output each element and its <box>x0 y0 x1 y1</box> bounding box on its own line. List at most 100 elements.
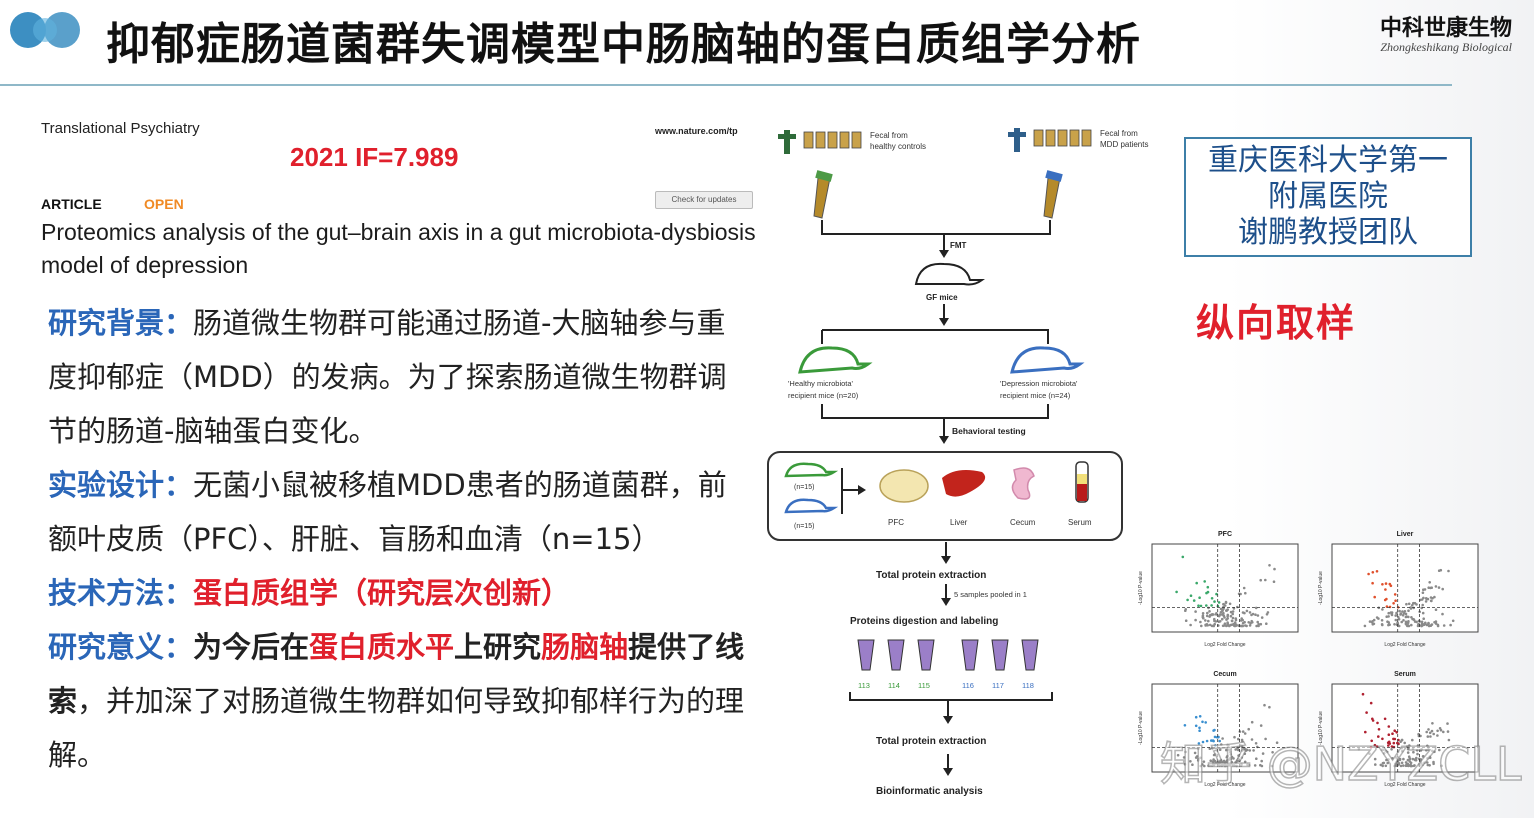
volcano-point <box>1210 597 1214 600</box>
volcano-point <box>1451 619 1455 623</box>
volcano-point <box>1429 735 1432 738</box>
volcano-point <box>1272 580 1276 583</box>
volcano-point <box>1244 591 1247 595</box>
volcano-point <box>1430 586 1433 589</box>
volcano-point <box>1213 759 1217 763</box>
volcano-point <box>1422 596 1425 600</box>
brand-name-en: Zhongkeshikang Biological <box>1380 40 1512 54</box>
volcano-point <box>1205 614 1209 618</box>
volcano-point <box>1383 717 1387 721</box>
hospital-box: 重庆医科大学第一 附属医院 谢鹏教授团队 <box>1184 137 1472 257</box>
volcano-point <box>1414 758 1417 762</box>
background-text: 肠道微生物群可能通过肠道-大脑轴参与重度抑郁症（MDD）的发病。为了探索肠道微生… <box>48 306 727 448</box>
volcano-point <box>1213 735 1217 739</box>
volcano-point <box>1195 581 1198 585</box>
depression-recipient-label-2: recipient mice (n=24) <box>1000 391 1071 400</box>
volcano-point <box>1191 763 1194 766</box>
volcano-point <box>1442 624 1446 627</box>
n15-depression-label: (n=15) <box>794 523 814 530</box>
volcano-point <box>1381 583 1384 586</box>
volcano-point <box>1220 743 1223 746</box>
volcano-point <box>1197 747 1200 750</box>
volcano-point <box>1208 747 1212 750</box>
volcano-point <box>1233 624 1237 628</box>
volcano-point <box>1259 763 1262 767</box>
volcano-point <box>1206 585 1210 589</box>
volcano-point <box>1425 730 1428 734</box>
volcano-point <box>1176 753 1180 757</box>
volcano-point <box>1410 623 1413 627</box>
volcano-ylabel: -Log10 P-value <box>1318 571 1324 605</box>
volcano-point <box>1253 764 1257 767</box>
volcano-point <box>1385 758 1388 762</box>
volcano-point <box>1369 746 1373 749</box>
volcano-point <box>1390 612 1393 616</box>
volcano-point <box>1184 609 1187 612</box>
volcano-point <box>1206 624 1209 627</box>
volcano-point <box>1397 624 1401 628</box>
volcano-point <box>1205 591 1208 595</box>
volcano-point <box>1411 757 1415 761</box>
volcano-point <box>1255 624 1258 628</box>
volcano-point <box>1199 764 1202 768</box>
volcano-point <box>1409 761 1413 765</box>
tube-row <box>857 639 1039 671</box>
volcano-point <box>1226 623 1229 626</box>
volcano-point <box>1219 760 1222 764</box>
volcano-point <box>1438 748 1441 752</box>
volcano-point <box>1412 750 1415 754</box>
design-text: 无菌小鼠被移植MDD患者的肠道菌群，前额叶皮质（PFC）、肝脏、盲肠和血清（n=… <box>48 468 727 556</box>
volcano-point <box>1400 749 1404 753</box>
volcano-point <box>1208 610 1211 613</box>
volcano-point <box>1434 585 1438 588</box>
volcano-point <box>1250 619 1253 623</box>
volcano-point <box>1231 612 1234 616</box>
volcano-point <box>1225 609 1228 612</box>
volcano-point <box>1387 623 1391 626</box>
volcano-point <box>1212 624 1215 627</box>
volcano-point <box>1201 740 1205 744</box>
volcano-point <box>1181 555 1185 559</box>
volcano-point <box>1431 749 1434 753</box>
volcano-point <box>1381 737 1384 741</box>
volcano-point <box>1419 749 1423 752</box>
volcano-point <box>1406 621 1410 625</box>
volcano-point <box>1436 734 1439 737</box>
volcano-point <box>1198 726 1201 730</box>
volcano-point <box>1357 747 1361 751</box>
volcano-point <box>1403 741 1406 745</box>
volcano-point <box>1379 763 1383 767</box>
significance-label: 研究意义： <box>48 630 194 664</box>
volcano-point <box>1204 721 1207 724</box>
tube-label-116: 116 <box>962 681 974 690</box>
volcano-point <box>1256 620 1259 624</box>
volcano-point <box>1216 760 1219 764</box>
volcano-point <box>1233 621 1237 624</box>
volcano-point <box>1386 761 1389 765</box>
check-updates-button[interactable]: Check for updates <box>655 191 753 209</box>
volcano-point <box>1260 616 1264 619</box>
volcano-point <box>1421 611 1425 615</box>
volcano-point <box>1361 692 1365 696</box>
volcano-point <box>1415 603 1418 606</box>
volcano-point <box>1415 620 1418 624</box>
volcano-point <box>1245 609 1249 613</box>
volcano-point <box>1229 750 1232 754</box>
volcano-point <box>1209 613 1212 617</box>
volcano-point <box>1407 624 1411 628</box>
volcano-point <box>1263 703 1266 707</box>
volcano-point <box>1394 618 1398 622</box>
volcano-point <box>1384 764 1388 768</box>
volcano-point <box>1388 742 1392 745</box>
volcano-point <box>1259 578 1262 582</box>
volcano-point <box>1184 750 1187 754</box>
volcano-point <box>1421 603 1424 607</box>
volcano-point <box>1194 715 1198 719</box>
volcano-point <box>1400 620 1403 624</box>
volcano-point <box>1243 611 1246 615</box>
volcano-point <box>1230 619 1234 623</box>
tissue-liver-label: Liver <box>950 518 968 527</box>
volcano-point <box>1437 586 1441 589</box>
volcano-point <box>1367 572 1370 576</box>
volcano-point <box>1201 612 1205 615</box>
